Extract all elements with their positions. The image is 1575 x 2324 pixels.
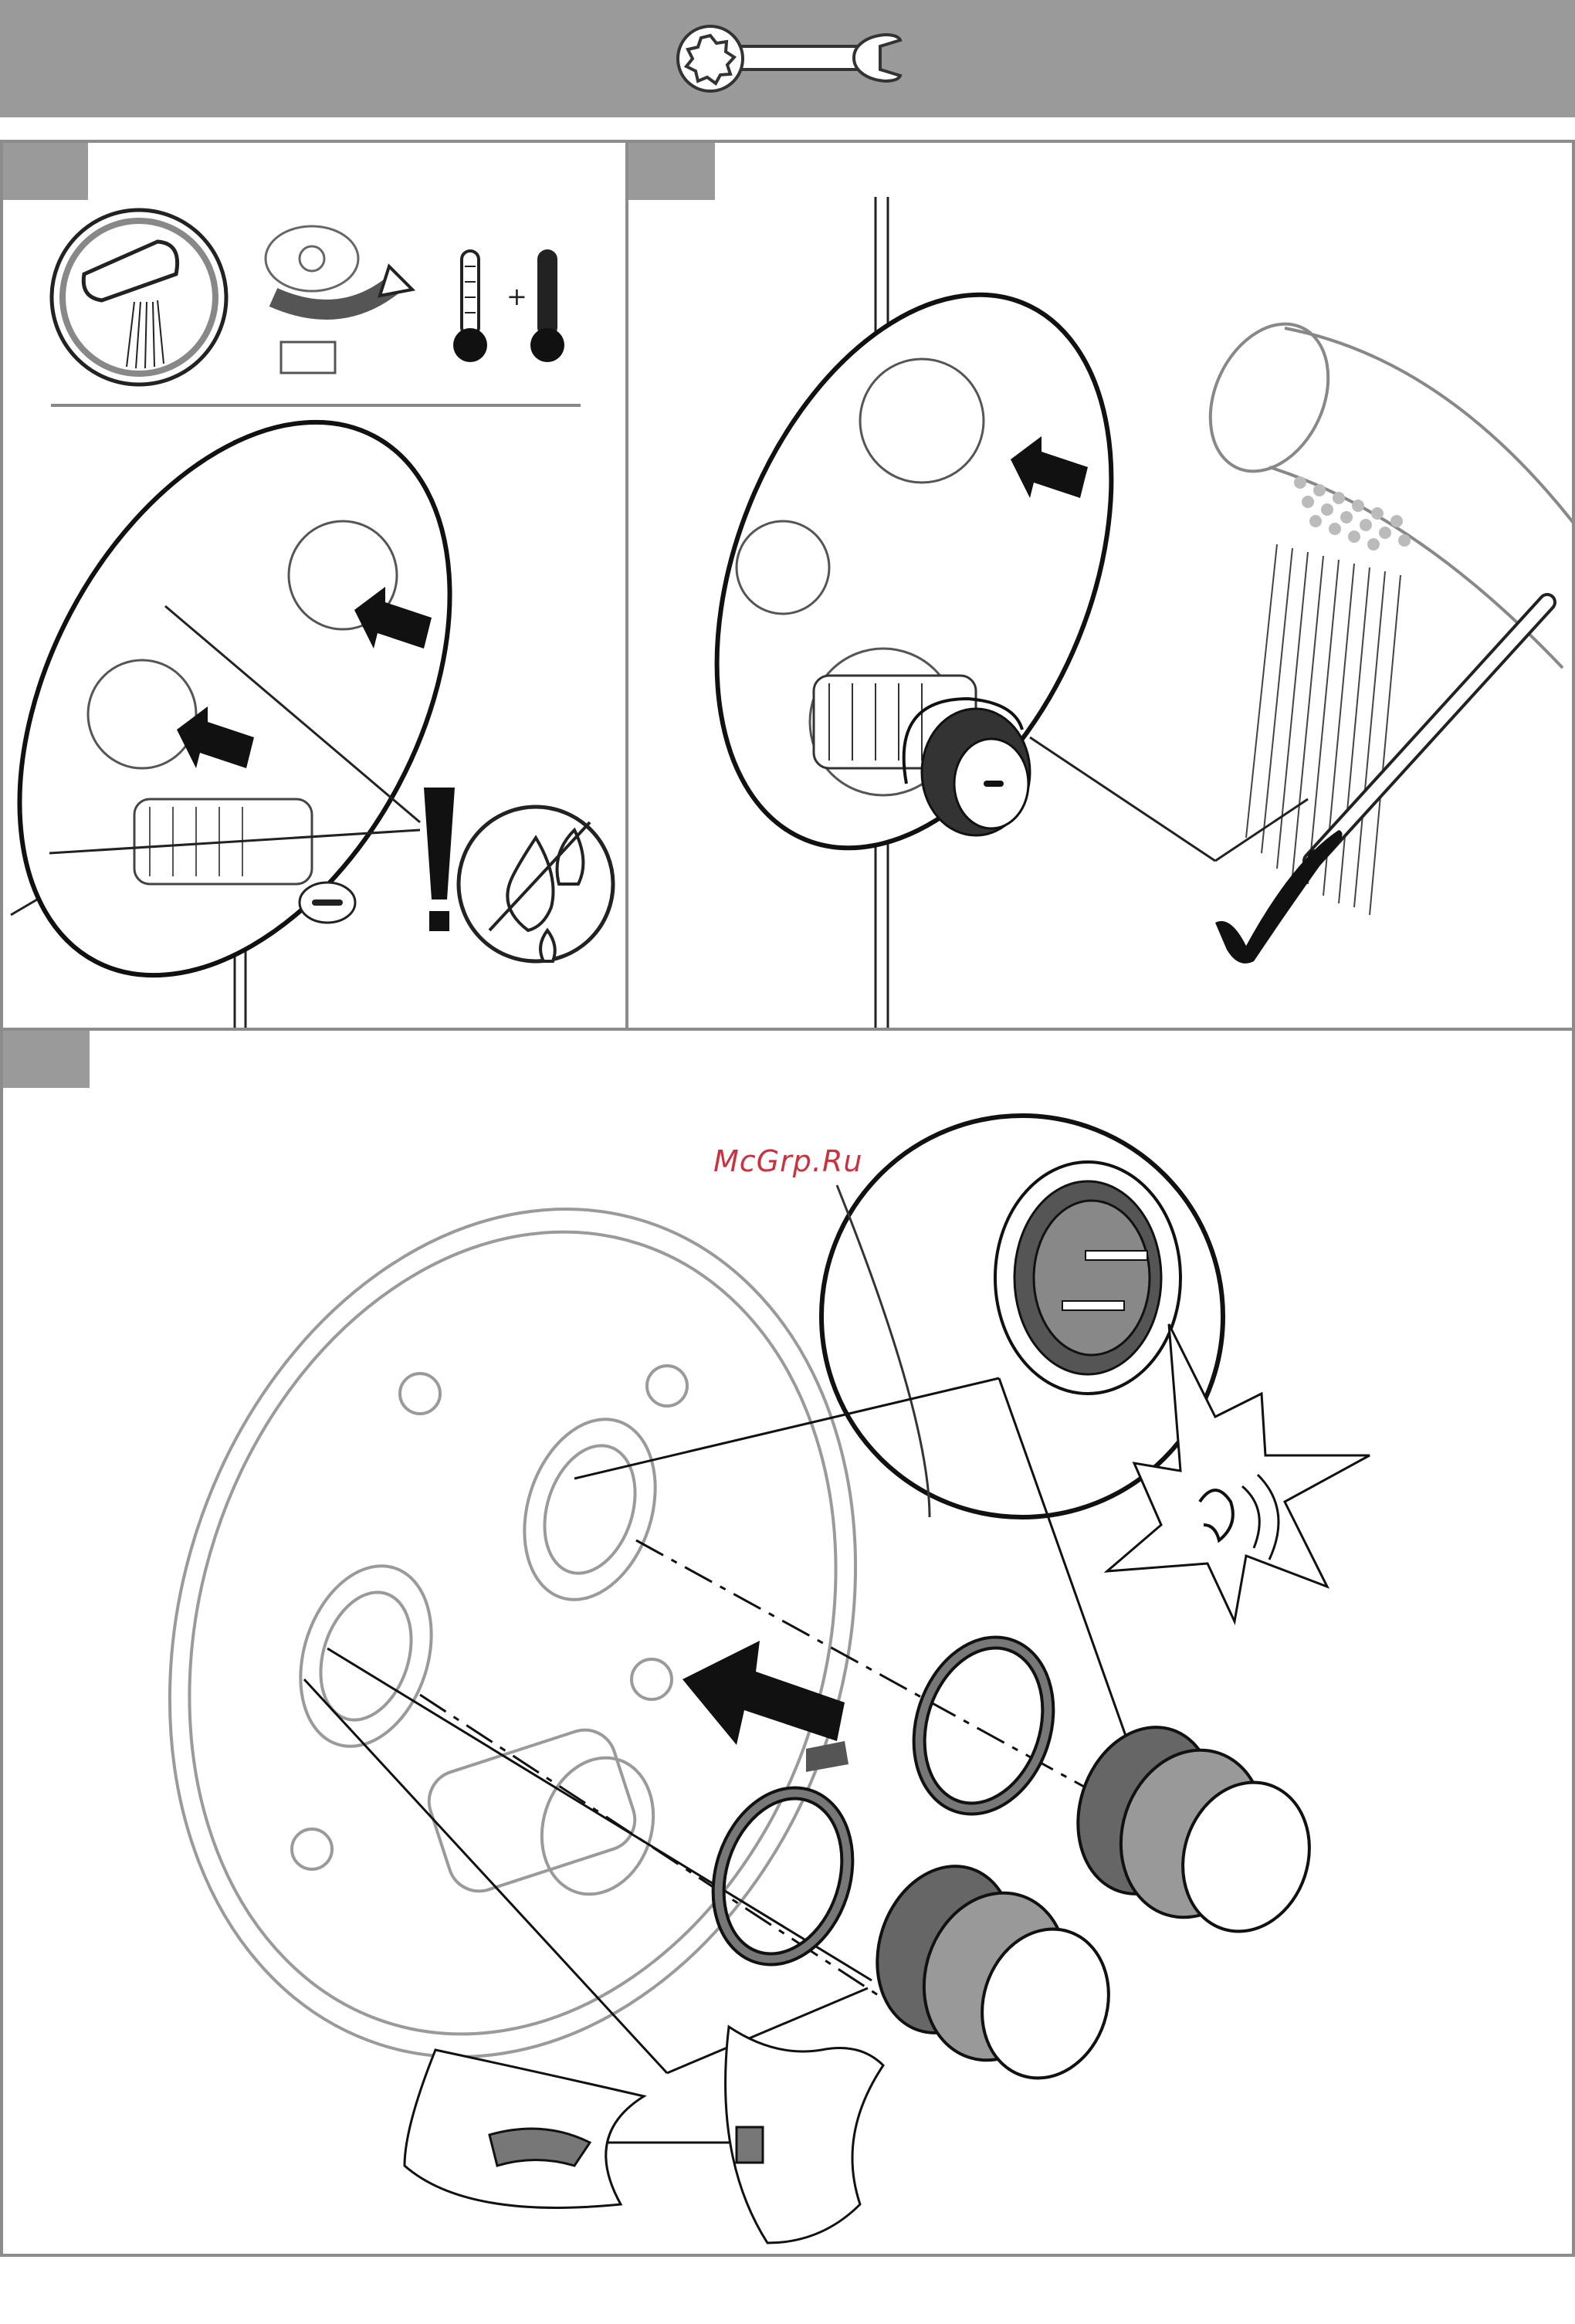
watermark: McGrp.Ru: [713, 1144, 862, 1178]
detail-callout: [821, 1116, 1223, 1517]
rotate-handle-icon: [266, 226, 412, 373]
wrench-icon: [672, 23, 903, 94]
step-3-panel: [0, 1028, 1575, 2257]
thermometer-icon: [530, 251, 564, 362]
exclamation-icon: [424, 788, 455, 931]
header-bar: [0, 0, 1575, 117]
detail-inset-left: [405, 2050, 644, 2207]
shower-head-icon: [1187, 305, 1575, 915]
step-1-panel: +: [0, 140, 628, 1031]
plus-icon: +: [506, 282, 527, 311]
step-2-illustration: [628, 143, 1575, 1031]
valve-body: [641, 236, 1187, 906]
detail-inset-right: [726, 2027, 883, 2243]
faucet-icon: [52, 210, 226, 385]
push-arrow-icon: [682, 1641, 848, 1772]
cartridge: [1057, 1709, 1328, 1948]
thermometer-icon: [453, 251, 487, 362]
thermometer-probe-icon: [1308, 602, 1547, 865]
step-2-panel: [625, 140, 1575, 1031]
no-grease-icon: [459, 807, 613, 961]
cartridge: [856, 1848, 1127, 2095]
valve-body: [3, 349, 538, 1031]
step-1-illustration: +: [3, 143, 628, 1031]
step-3-illustration: [3, 1031, 1575, 2257]
